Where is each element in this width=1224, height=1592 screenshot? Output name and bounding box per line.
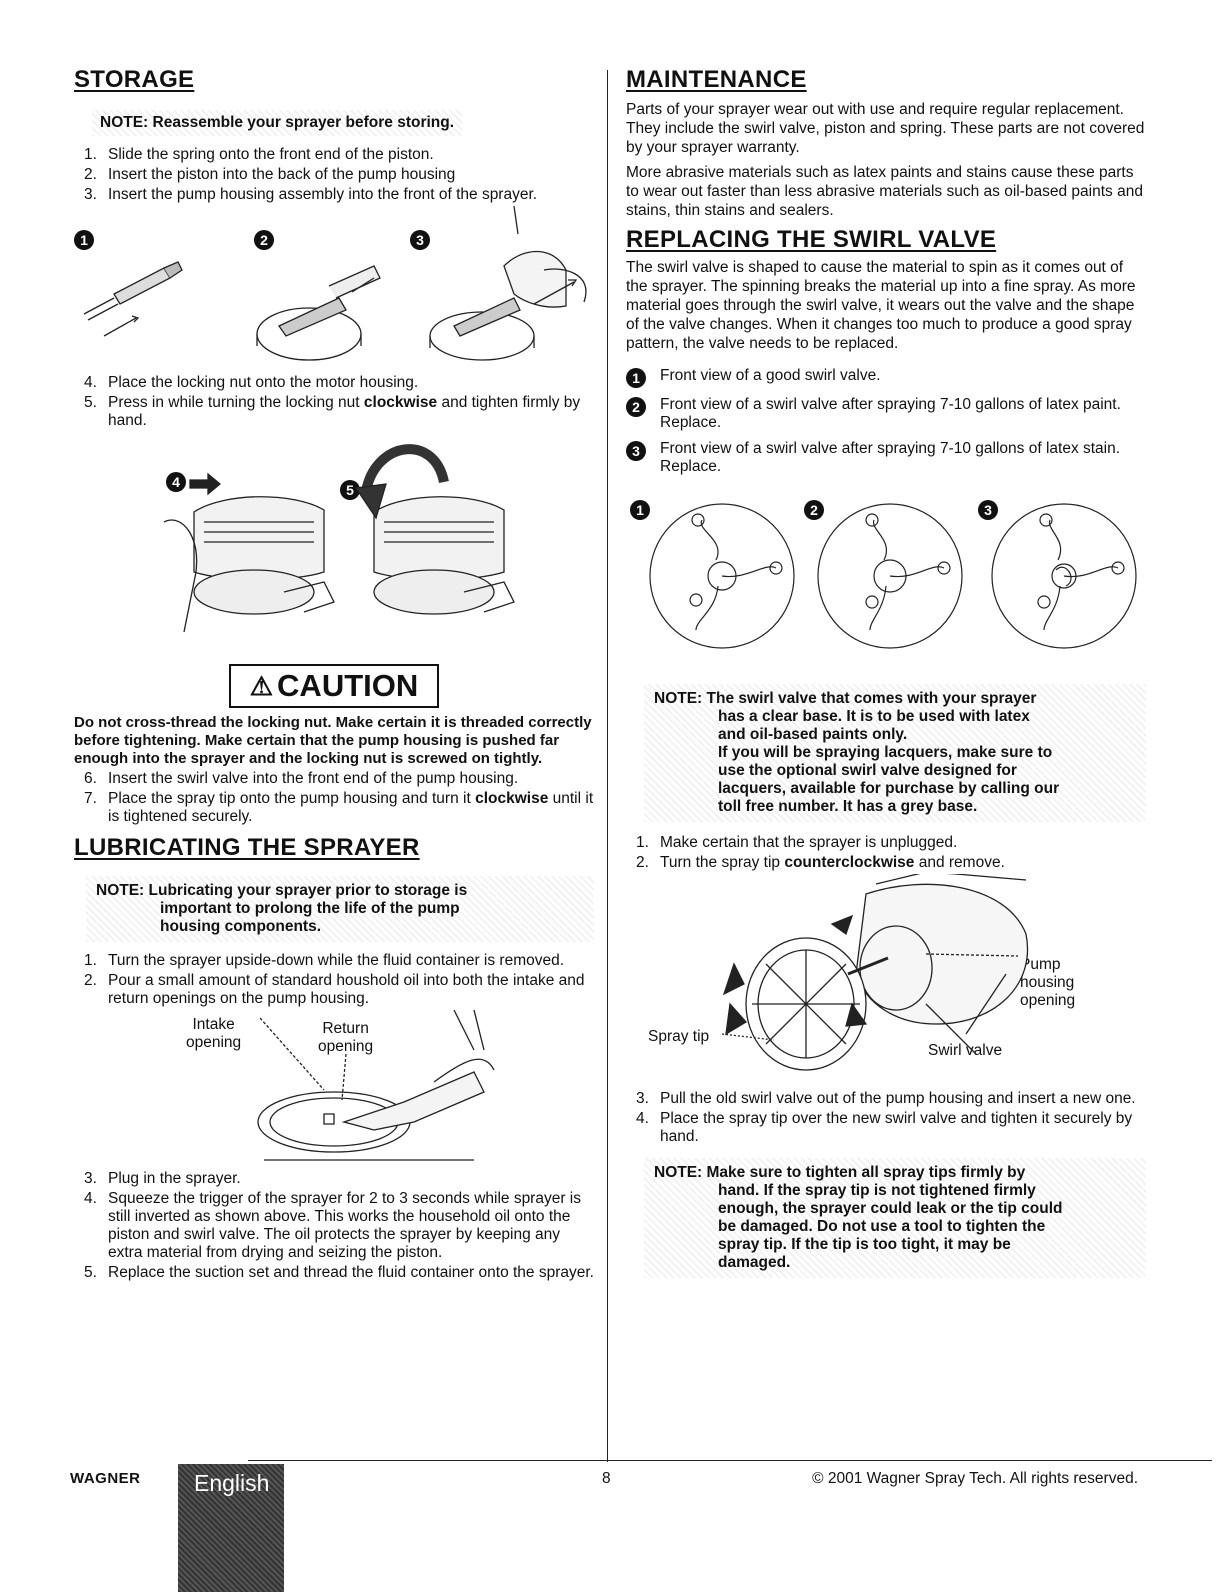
page-number: 8 [602, 1470, 611, 1487]
lubricating-note: NOTE: Lubricating your sprayer prior to … [86, 876, 594, 942]
piston-drawing [83, 206, 587, 361]
language-tab: English [178, 1464, 284, 1592]
maintenance-paragraph: Parts of your sprayer wear out with use … [626, 101, 1145, 156]
list-item: 5. Press in while turning the locking nu… [84, 394, 581, 429]
list-item: 2. Turn the spray tip counterclockwise a… [636, 854, 1005, 871]
list-item: 1.Slide the spring onto the front end of… [84, 146, 434, 163]
list-item: 1.Turn the sprayer upside-down while the… [84, 952, 565, 969]
pump-housing-opening-label: Pump housing opening [1020, 956, 1076, 1009]
list-item: 4.Squeeze the trigger of the sprayer for… [84, 1190, 581, 1261]
locking-nut-illustration: 4 5 [74, 432, 594, 650]
step-badge: 2 [804, 500, 824, 520]
intake-opening-label: Intake opening [186, 1016, 242, 1051]
step-badge: 3 [978, 500, 998, 520]
list-item: 3.Plug in the sprayer. [84, 1170, 241, 1187]
hands-turning-nut-drawing [163, 444, 515, 633]
list-item: 2.Pour a small amount of standard housho… [84, 972, 585, 1007]
list-item: 1.Make certain that the sprayer is unplu… [636, 834, 958, 851]
list-item: 4.Place the spray tip over the new swirl… [636, 1110, 1133, 1145]
list-item: 2.Insert the piston into the back of the… [84, 166, 456, 183]
storage-heading: STORAGE [74, 66, 195, 93]
lubricating-steps-continued: 3.Plug in the sprayer. 4.Squeeze the tri… [74, 1170, 594, 1282]
list-item: 5.Replace the suction set and thread the… [84, 1264, 594, 1281]
caution-label: ⚠ CAUTION [229, 664, 439, 708]
spray-tip-drawing [721, 874, 1029, 1071]
left-column: STORAGE NOTE: Reassemble your sprayer be… [74, 66, 594, 1284]
step-badge: 1 [74, 230, 94, 250]
lubricating-heading: LUBRICATING THE SPRAYER [74, 834, 420, 861]
wagner-logo: WAGNER [70, 1470, 141, 1487]
caution-text: Do not cross-thread the locking nut. Mak… [74, 714, 592, 767]
storage-steps-continued: 4.Place the locking nut onto the motor h… [74, 374, 594, 430]
swirl-valve-illustration: 1 2 3 [626, 490, 1146, 660]
oil-pouring-illustration: Intake opening Return opening [74, 1010, 594, 1170]
step-badge: 5 [340, 480, 360, 500]
step-badge: 1 [630, 500, 650, 520]
maintenance-heading: MAINTENANCE [626, 66, 807, 93]
maintenance-paragraph: More abrasive materials such as latex pa… [626, 164, 1143, 219]
column-divider [607, 70, 608, 1462]
right-column: MAINTENANCE Parts of your sprayer wear o… [626, 66, 1146, 1278]
lubricating-steps: 1.Turn the sprayer upside-down while the… [74, 952, 594, 1008]
list-item: 3.Pull the old swirl valve out of the pu… [636, 1090, 1136, 1107]
swirl-valve-paragraph: The swirl valve is shaped to cause the m… [626, 259, 1136, 352]
return-opening-label: Return opening [318, 1020, 374, 1055]
step-badge: 2 [254, 230, 274, 250]
storage-steps-final: 6.Insert the swirl valve into the front … [74, 770, 594, 826]
footer-rule [248, 1460, 1212, 1461]
warning-icon: ⚠ [249, 670, 274, 701]
list-item: 7. Place the spray tip onto the pump hou… [84, 790, 594, 825]
spray-tip-label: Spray tip [648, 1028, 710, 1045]
swirl-valve-steps-continued: 3.Pull the old swirl valve out of the pu… [626, 1090, 1146, 1146]
copyright: © 2001 Wagner Spray Tech. All rights res… [812, 1470, 1138, 1487]
spray-tip-note: NOTE: Make sure to tighten all spray tip… [644, 1158, 1146, 1278]
piston-assembly-illustration: 1 2 3 [74, 206, 594, 374]
list-item: 3.Insert the pump housing assembly into … [84, 186, 538, 203]
swirl-valve-note: NOTE: The swirl valve that comes with yo… [644, 684, 1146, 822]
storage-steps: 1.Slide the spring onto the front end of… [74, 146, 594, 204]
list-item: 4.Place the locking nut onto the motor h… [84, 374, 419, 391]
swirl-valve-drawing [649, 503, 1137, 649]
storage-note: NOTE: Reassemble your sprayer before sto… [92, 110, 463, 136]
swirl-valve-heading: REPLACING THE SWIRL VALVE [626, 226, 997, 253]
spray-tip-removal-illustration: Pump housing opening Spray tip Swirl val… [626, 874, 1146, 1090]
list-item: 6.Insert the swirl valve into the front … [84, 770, 519, 787]
swirl-valve-steps: 1.Make certain that the sprayer is unplu… [626, 834, 1146, 872]
swirl-valve-label: Swirl valve [928, 1042, 1003, 1059]
step-badge: 3 [410, 230, 430, 250]
pump-oil-drawing [257, 1010, 495, 1161]
step-badge: 4 [166, 472, 186, 492]
